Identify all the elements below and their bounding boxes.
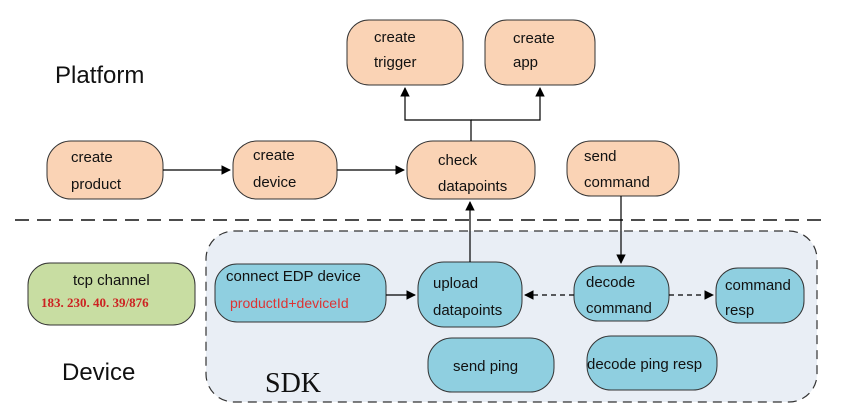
create-product-node[interactable]: create product (46, 140, 164, 200)
create-app-line1: create (513, 30, 555, 47)
command-resp-node[interactable]: command resp (715, 267, 805, 324)
decode-command-line2: command (586, 300, 652, 317)
send-command-line1: send (584, 148, 617, 165)
command-resp-line1: command (725, 277, 791, 294)
create-product-line2: product (71, 176, 122, 193)
check-datapoints-line1: check (438, 152, 478, 169)
create-app-line2: app (513, 54, 538, 71)
decode-ping-resp-node[interactable]: decode ping resp (586, 335, 718, 391)
upload-datapoints-line2: datapoints (433, 302, 502, 319)
decode-ping-resp-label: decode ping resp (587, 356, 702, 373)
sdk-label: SDK (265, 368, 321, 399)
tcp-channel-label: tcp channel (73, 272, 150, 289)
check-datapoints-node[interactable]: check datapoints (406, 140, 536, 200)
command-resp-line2: resp (725, 302, 754, 319)
device-label: Device (62, 359, 135, 386)
create-trigger-line1: create (374, 29, 416, 46)
connect-device-params: productId+deviceId (230, 295, 349, 311)
create-app-node[interactable]: create app (484, 19, 596, 86)
send-command-line2: command (584, 174, 650, 191)
tcp-channel-address: 183. 230. 40. 39/876 (41, 295, 149, 310)
arrow-check-to-app (471, 87, 545, 121)
decode-command-node[interactable]: decode command (573, 265, 670, 322)
arrow-check-to-trigger (400, 87, 472, 141)
tcp-channel-node[interactable]: tcp channel 183. 230. 40. 39/876 (27, 262, 196, 326)
create-device-line2: device (253, 174, 296, 191)
send-ping-node[interactable]: send ping (427, 337, 555, 393)
decode-command-line1: decode (586, 274, 635, 291)
create-device-node[interactable]: create device (232, 140, 338, 200)
create-trigger-line2: trigger (374, 54, 417, 71)
create-device-line1: create (253, 147, 295, 164)
upload-datapoints-line1: upload (433, 275, 478, 292)
create-trigger-node[interactable]: create trigger (346, 19, 464, 86)
check-datapoints-line2: datapoints (438, 178, 507, 195)
platform-label: Platform (55, 62, 144, 89)
connect-device-label: connect EDP device (226, 268, 361, 285)
create-product-line1: create (71, 149, 113, 166)
connect-device-node[interactable]: connect EDP device productId+deviceId (214, 263, 387, 323)
send-command-node[interactable]: send command (566, 140, 680, 197)
send-ping-label: send ping (453, 358, 518, 375)
upload-datapoints-node[interactable]: upload datapoints (417, 261, 523, 328)
